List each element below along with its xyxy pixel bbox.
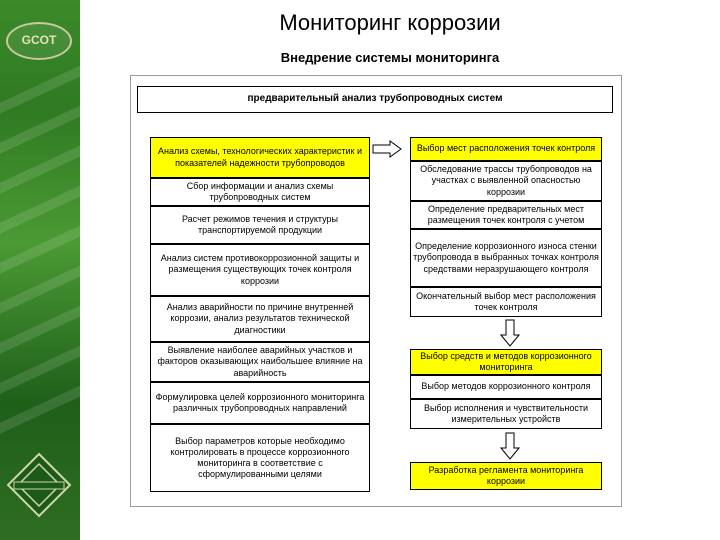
header-box: предварительный анализ трубопроводных си… <box>137 86 613 113</box>
left-box-3: Расчет режимов течения и структуры транс… <box>150 206 370 244</box>
right-box-6: Выбор средств и методов коррозионного мо… <box>410 349 602 375</box>
left-box-2: Сбор информации и анализ схемы трубопров… <box>150 178 370 206</box>
page-title: Мониторинг коррозии <box>279 10 501 35</box>
right-box-2: Обследование трассы трубопроводов на уча… <box>410 161 602 201</box>
arrow-down-icon-2 <box>500 432 520 460</box>
arrow-right-icon <box>372 140 402 158</box>
right-box-8: Выбор исполнения и чувствительности изме… <box>410 399 602 429</box>
right-box-7: Выбор методов коррозионного контроля <box>410 375 602 399</box>
company-logo-top: GCOT <box>6 22 72 60</box>
left-box-5: Анализ аварийности по причине внутренней… <box>150 296 370 342</box>
right-box-5: Окончательный выбор мест расположения то… <box>410 287 602 317</box>
right-box-9: Разработка регламента мониторинга корроз… <box>410 462 602 490</box>
left-box-8: Выбор параметров которые необходимо конт… <box>150 424 370 492</box>
company-logo-bottom <box>6 452 72 518</box>
right-box-3: Определение предварительных мест размеще… <box>410 201 602 229</box>
logo-top-text: GCOT <box>21 33 57 47</box>
right-box-4: Определение коррозионного износа стенки … <box>410 229 602 287</box>
sidebar-decoration: GCOT <box>0 0 80 540</box>
left-box-4: Анализ систем противокоррозионной защиты… <box>150 244 370 296</box>
left-box-6: Выявление наиболее аварийных участков и … <box>150 342 370 382</box>
left-box-1: Анализ схемы, технологических характерис… <box>150 137 370 178</box>
arrow-down-icon <box>500 319 520 347</box>
left-box-7: Формулировка целей коррозионного монитор… <box>150 382 370 424</box>
page-subtitle: Внедрение системы мониторинга <box>280 50 500 65</box>
right-box-1: Выбор мест расположения точек контроля <box>410 137 602 161</box>
